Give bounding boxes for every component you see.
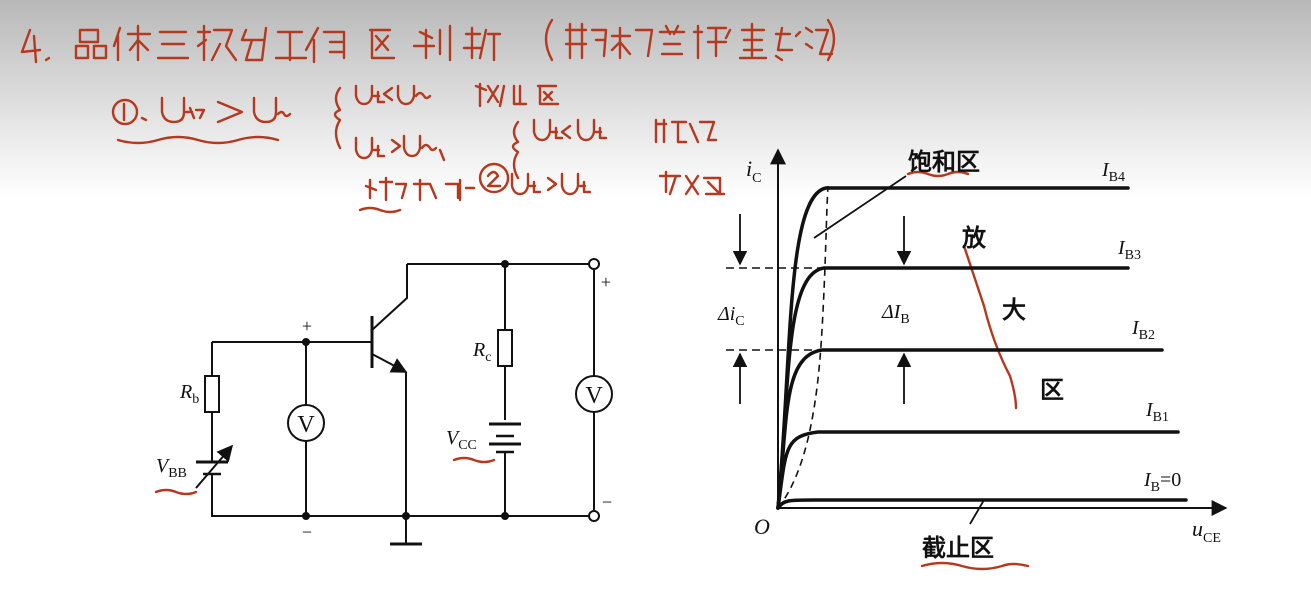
saturation-region-label: 饱和区	[908, 149, 980, 176]
battery-vbb	[195, 444, 234, 492]
active-region-char-1: 放	[961, 224, 987, 252]
handwritten-brace-and-conditions	[333, 82, 726, 214]
junction-dot	[501, 512, 509, 520]
circuit-labels: Rb Rc VBB VCC V V + − + −	[156, 272, 612, 542]
ib1-label: IB1	[1145, 399, 1169, 425]
resistor-rc	[497, 329, 513, 367]
resistor-rb	[204, 375, 220, 413]
curve-ib4	[776, 186, 1130, 510]
handwritten-condition-1	[111, 96, 292, 145]
vbb-label: VBB	[156, 455, 187, 481]
junction-dot	[302, 512, 310, 520]
vcc-label: VCC	[446, 427, 477, 453]
circuit-schematic	[195, 258, 613, 546]
delta-ic-label: ΔiC	[717, 303, 745, 329]
handwritten-underlines	[154, 170, 1030, 571]
saturation-boundary	[777, 185, 829, 509]
cutoff-pointer	[969, 499, 985, 525]
rb-label: Rb	[179, 381, 199, 407]
junction-dot	[501, 260, 509, 268]
minus-sign-base: −	[302, 522, 312, 542]
junction-dot	[302, 338, 310, 346]
curve-ib3	[776, 266, 1130, 510]
plus-sign-base: +	[302, 316, 312, 336]
output-characteristics: iC uCE O ΔiC ΔIB IB4 IB3 IB2 IB1 IB=0 饱和…	[717, 148, 1228, 562]
voltmeter-vce	[575, 375, 613, 413]
cutoff-region-label: 截止区	[922, 534, 994, 562]
active-region-char-2: 大	[1002, 297, 1026, 324]
junction-dot	[402, 512, 410, 520]
curve-ib2	[776, 348, 1164, 510]
voltmeter-right-label: V	[585, 383, 603, 409]
uce-axis-label: uCE	[1192, 516, 1221, 546]
rc-label: Rc	[472, 339, 491, 365]
transistor-npn	[370, 264, 422, 546]
terminal-bottom	[588, 510, 600, 522]
handwritten-title	[20, 18, 836, 64]
ib4-label: IB4	[1101, 159, 1125, 185]
ic-axis-label: iC	[746, 156, 761, 186]
origin-label: O	[754, 514, 770, 539]
voltmeter-vbe	[287, 404, 325, 442]
terminal-top	[588, 258, 600, 270]
saturation-pointer	[813, 175, 907, 239]
ib0-label: IB=0	[1143, 469, 1181, 495]
battery-vcc	[489, 422, 521, 454]
ib2-label: IB2	[1131, 317, 1155, 343]
active-region-char-3: 区	[1040, 378, 1064, 404]
curve-ib1	[776, 430, 1180, 510]
minus-sign-output: −	[602, 492, 612, 512]
plus-sign-output: +	[601, 272, 611, 292]
wire-base-loop	[211, 341, 594, 517]
ib3-label: IB3	[1117, 237, 1141, 263]
delta-ib-label: ΔIB	[881, 301, 910, 327]
voltmeter-left-label: V	[297, 412, 315, 438]
